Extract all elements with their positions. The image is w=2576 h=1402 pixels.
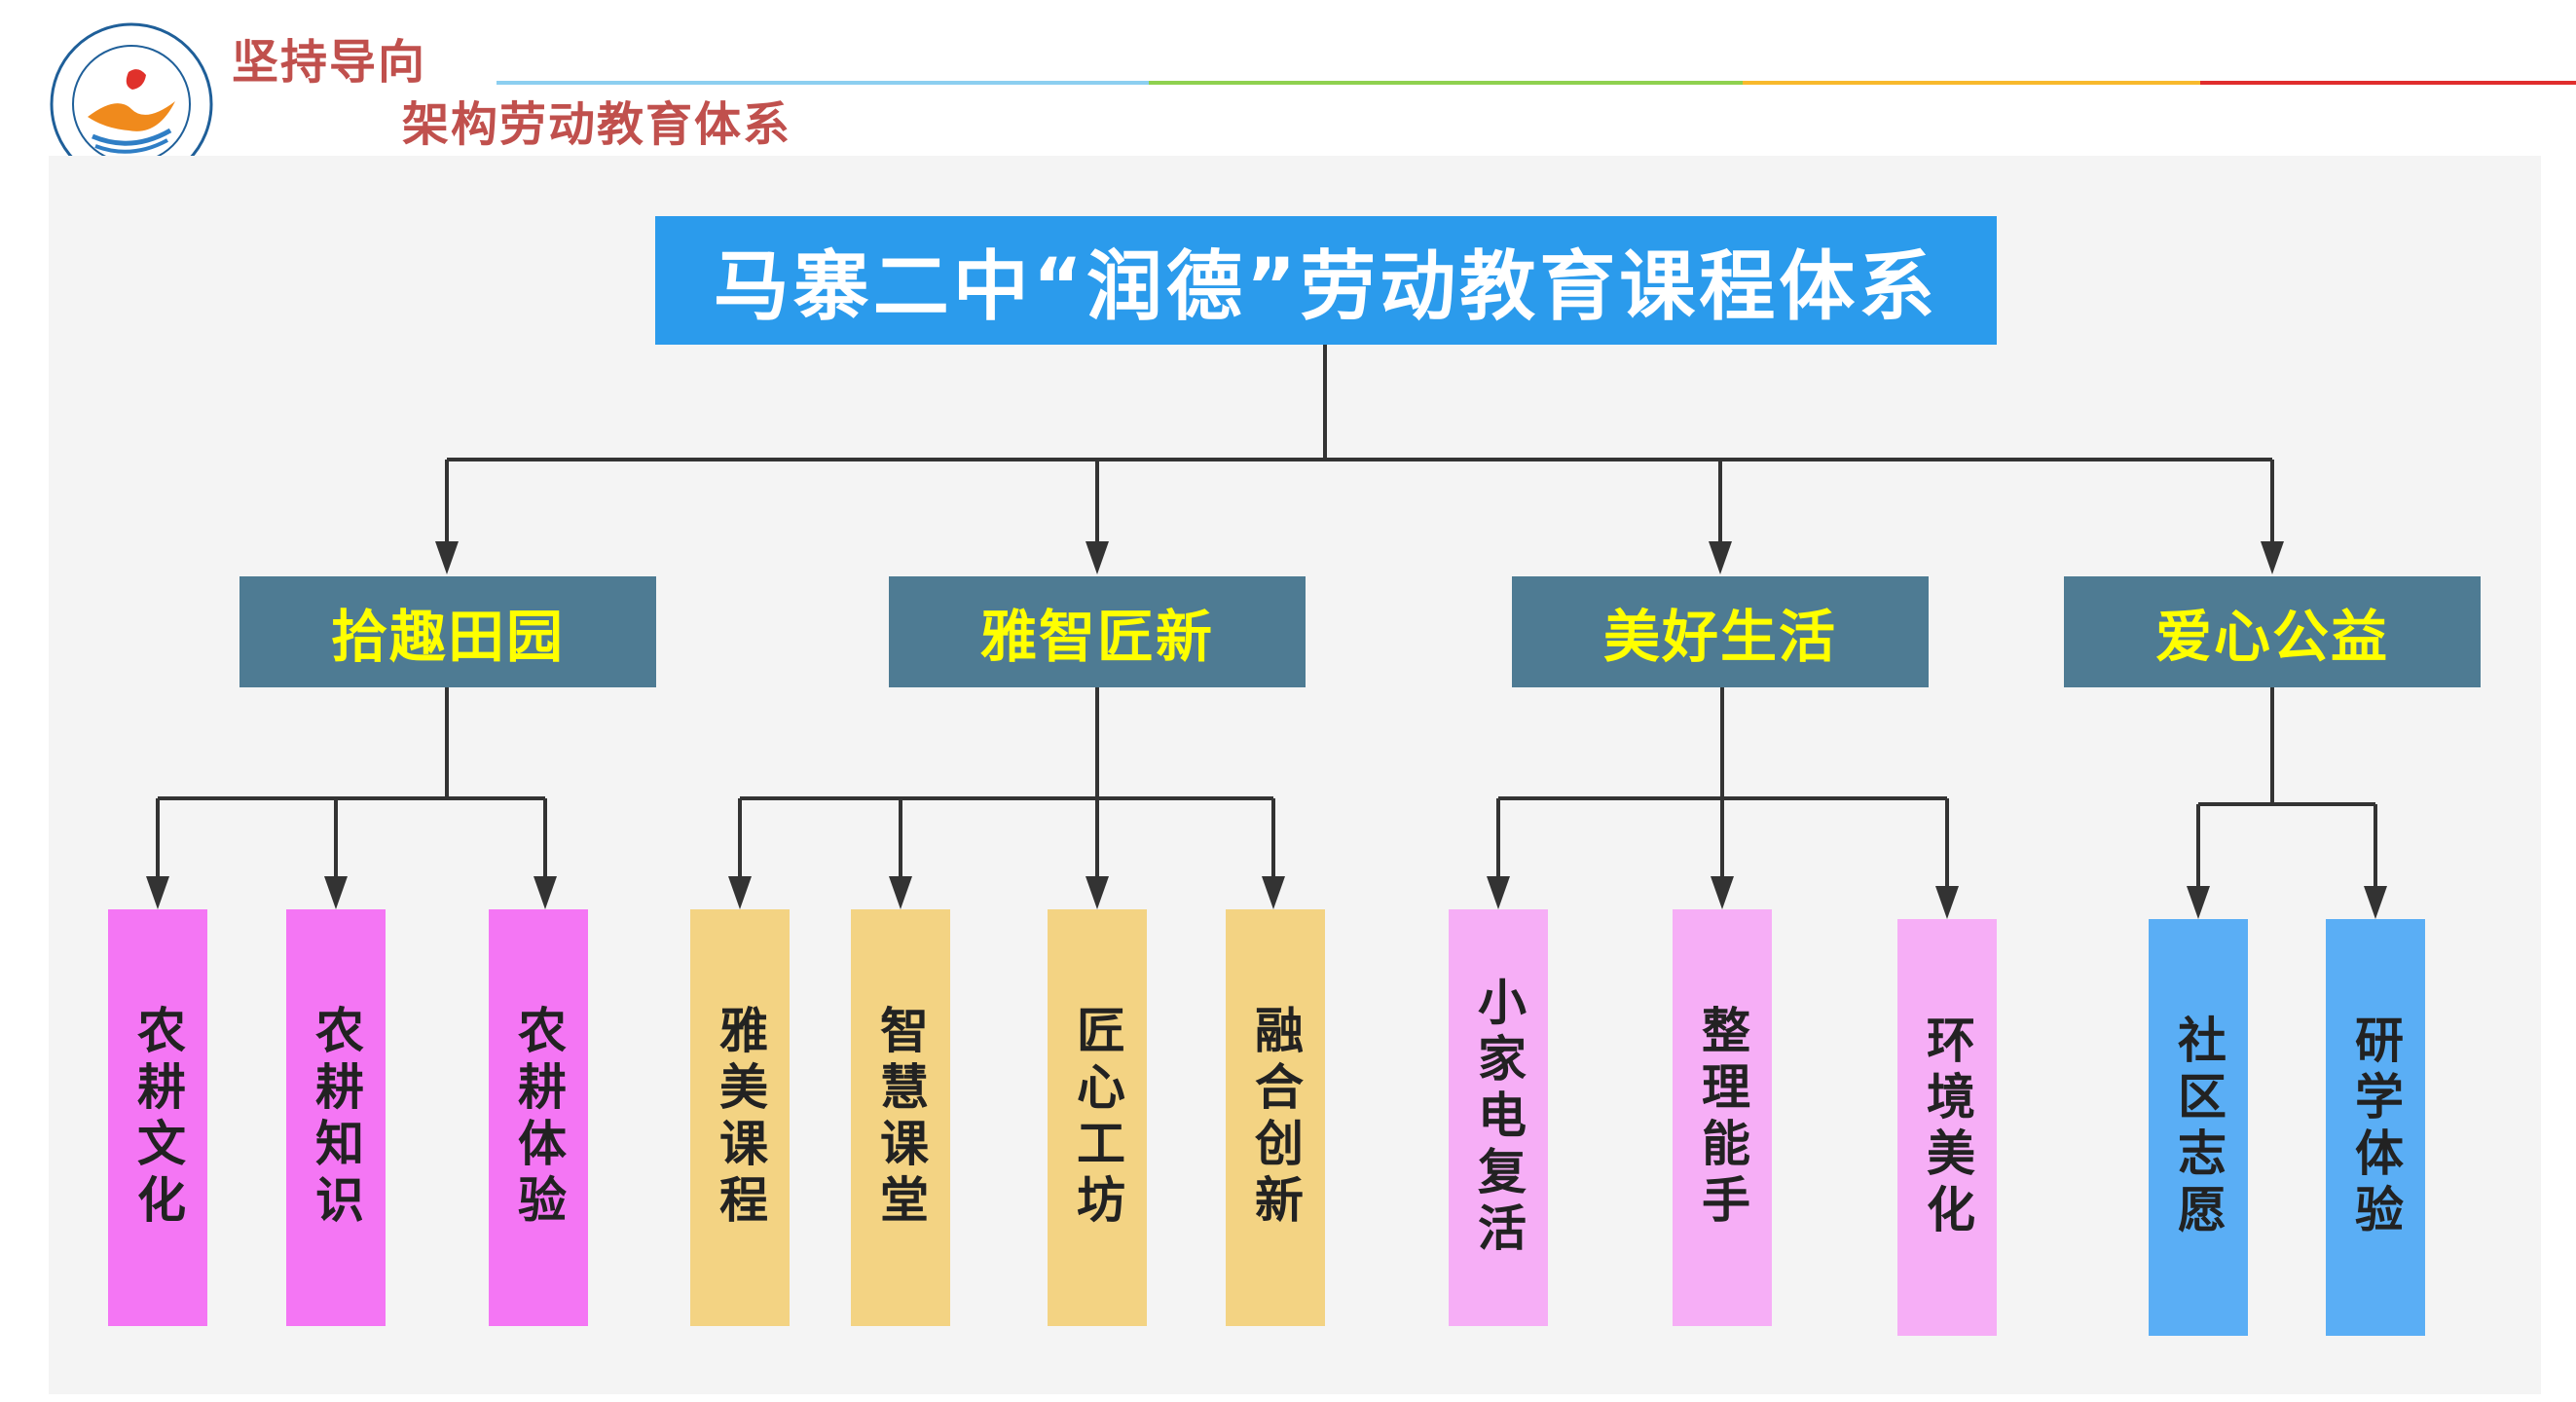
leaf-node: 农耕体验 <box>489 909 588 1326</box>
category-node: 美好生活 <box>1512 576 1929 687</box>
leaf-label: 研学体验 <box>2347 1015 2404 1240</box>
header-title-line2: 架构劳动教育体系 <box>402 97 792 152</box>
leaf-node: 社区志愿 <box>2149 919 2248 1336</box>
leaf-label: 农耕文化 <box>129 1005 186 1231</box>
leaf-label: 小家电复活 <box>1470 977 1527 1259</box>
deco-line-green <box>1149 81 1743 85</box>
leaf-label: 匠心工坊 <box>1069 1005 1125 1231</box>
leaf-node: 智慧课堂 <box>851 909 950 1326</box>
leaf-label: 融合创新 <box>1247 1005 1304 1231</box>
leaf-node: 小家电复活 <box>1449 909 1548 1326</box>
school-emblem-icon <box>49 21 214 187</box>
leaf-label: 智慧课堂 <box>872 1005 929 1231</box>
leaf-node: 雅美课程 <box>690 909 790 1326</box>
deco-line-orange <box>1743 81 2200 85</box>
header-title-line1: 坚持导向 <box>232 35 427 90</box>
deco-line-red <box>2200 81 2576 85</box>
category-node: 拾趣田园 <box>239 576 656 687</box>
leaf-node: 融合创新 <box>1226 909 1325 1326</box>
leaf-label: 整理能手 <box>1694 1005 1750 1231</box>
leaf-node: 环境美化 <box>1897 919 1997 1336</box>
leaf-label: 农耕体验 <box>510 1005 567 1231</box>
leaf-label: 环境美化 <box>1919 1015 1975 1240</box>
root-node: 马寨二中“润德”劳动教育课程体系 <box>655 216 1997 345</box>
leaf-label: 雅美课程 <box>712 1005 768 1231</box>
category-node: 雅智匠新 <box>889 576 1306 687</box>
deco-line-lightblue <box>497 81 1149 85</box>
leaf-node: 整理能手 <box>1673 909 1772 1326</box>
leaf-node: 研学体验 <box>2326 919 2425 1336</box>
leaf-node: 农耕知识 <box>286 909 386 1326</box>
leaf-label: 农耕知识 <box>308 1005 364 1231</box>
category-node: 爱心公益 <box>2064 576 2481 687</box>
leaf-label: 社区志愿 <box>2170 1015 2226 1240</box>
leaf-node: 匠心工坊 <box>1048 909 1147 1326</box>
leaf-node: 农耕文化 <box>108 909 207 1326</box>
